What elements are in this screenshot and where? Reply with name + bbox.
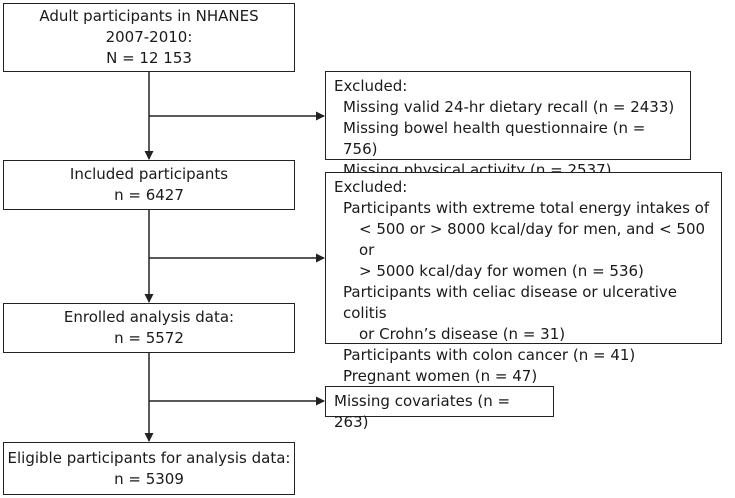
box-enrolled-analysis: Enrolled analysis data: n = 5572 xyxy=(3,303,295,353)
box2-line1: Included participants xyxy=(69,165,229,183)
box-adult-participants: Adult participants in NHANES 2007-2010: … xyxy=(3,3,295,72)
excl2-item-colon-cancer: Participants with colon cancer (n = 41) xyxy=(343,346,636,364)
box-eligible-participants: Eligible participants for analysis data:… xyxy=(3,442,295,495)
box2-line2: n = 6427 xyxy=(114,186,184,204)
box1-line1: Adult participants in NHANES xyxy=(39,7,259,25)
box-excluded-2: Excluded: Participants with extreme tota… xyxy=(325,172,722,385)
excl1-heading: Excluded: xyxy=(334,77,408,95)
excl2-heading: Excluded: xyxy=(334,178,408,196)
excl2-item-celiac: Participants with celiac disease or ulce… xyxy=(343,283,677,322)
excl2-item-energy-cont2: > 5000 kcal/day for women (n = 536) xyxy=(359,262,644,280)
excl1-item-bowel: Missing bowel health questionnaire (n = … xyxy=(343,119,646,158)
excl2-item-energy: Participants with extreme total energy i… xyxy=(343,199,710,217)
box3-line2: n = 5572 xyxy=(114,329,184,347)
box3-line1: Enrolled analysis data: xyxy=(63,308,235,326)
box-excluded-3: Missing covariates (n = 263) xyxy=(325,386,554,431)
excl1-item-dietary: Missing valid 24-hr dietary recall (n = … xyxy=(343,98,675,116)
excl2-item-pregnant: Pregnant women (n = 47) xyxy=(343,367,538,385)
box-included-participants: Included participants n = 6427 xyxy=(3,160,295,210)
excl3-text: Missing covariates (n = 263) xyxy=(334,392,511,431)
box4-line2: n = 5309 xyxy=(114,469,184,488)
box1-line3: N = 12 153 xyxy=(106,49,192,67)
excl2-item-energy-cont1: < 500 or > 8000 kcal/day for men, and < … xyxy=(359,220,706,259)
excl2-item-celiac-cont: or Crohn’s disease (n = 31) xyxy=(359,325,566,343)
box1-line2: 2007-2010: xyxy=(105,28,193,46)
box4-line1: Eligible participants for analysis data: xyxy=(7,448,291,467)
